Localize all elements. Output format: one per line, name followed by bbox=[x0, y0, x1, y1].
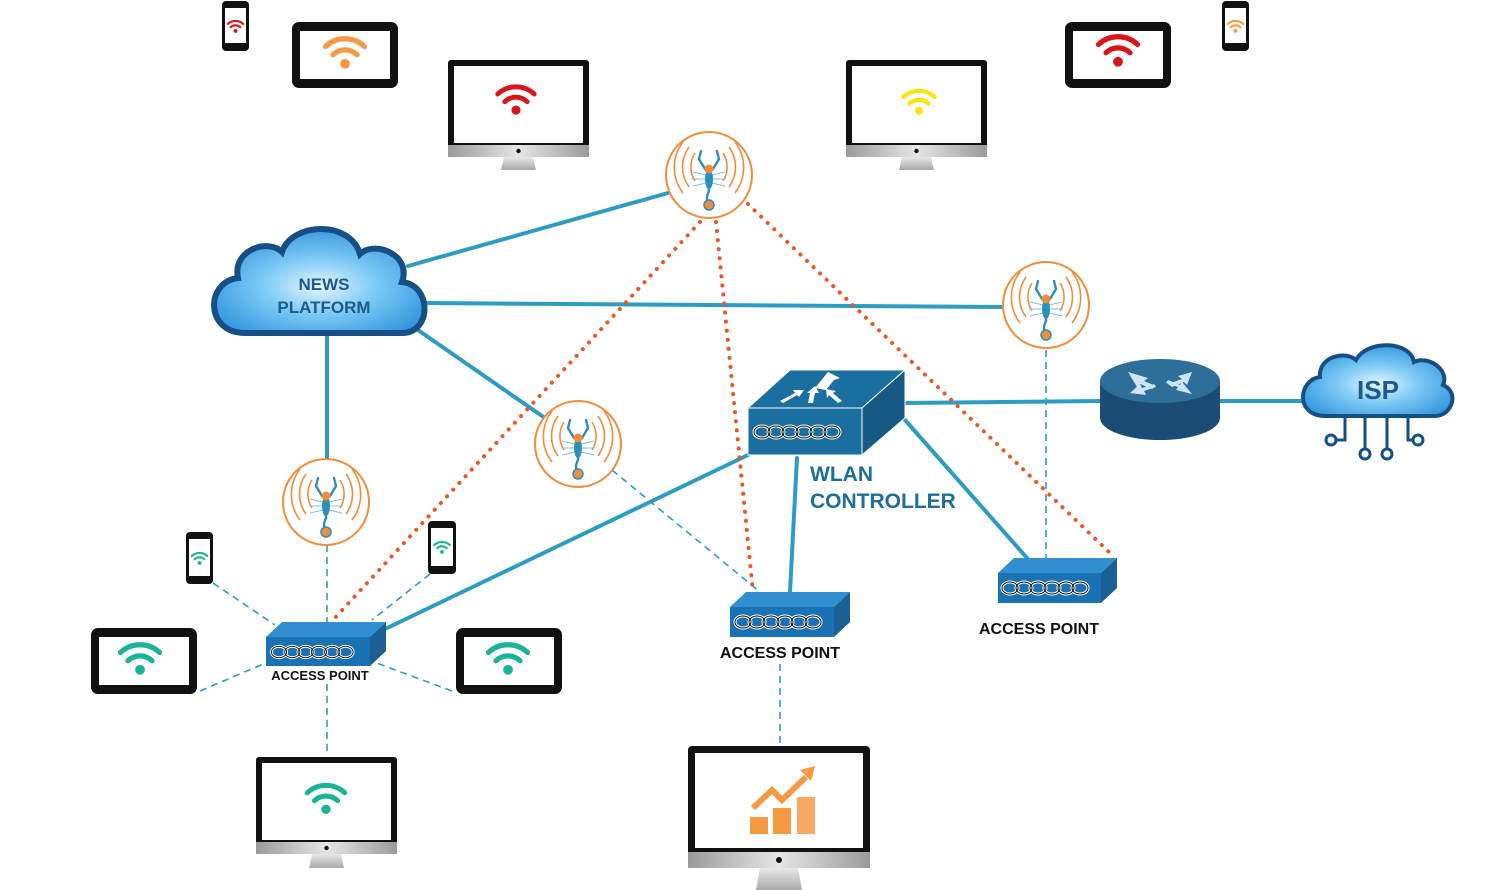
phone-device[interactable] bbox=[428, 521, 456, 574]
access-point-left[interactable]: ACCESS POINT bbox=[266, 622, 386, 683]
phone-device[interactable] bbox=[186, 532, 213, 584]
phone-device[interactable] bbox=[222, 1, 249, 51]
monitor-device[interactable] bbox=[688, 746, 870, 890]
tablet-device[interactable] bbox=[456, 628, 562, 694]
link-cloud-sensor-mid bbox=[413, 326, 547, 420]
dash-sensor-ap-mid bbox=[611, 469, 761, 593]
link-cloud-sensor-right bbox=[423, 301, 1004, 309]
dot-sensor-ap-right bbox=[746, 202, 1114, 557]
monitor-device[interactable] bbox=[256, 757, 397, 868]
link-controller-router bbox=[903, 399, 1102, 405]
news-cloud-line2: PLATFORM bbox=[277, 298, 370, 317]
scorpion-sensor-icon[interactable] bbox=[533, 399, 623, 489]
wlan-controller-line1: WLAN bbox=[810, 463, 873, 486]
dot-sensor-ap-mid bbox=[714, 220, 755, 594]
news-cloud-line1: NEWS bbox=[299, 275, 350, 294]
tablet-device[interactable] bbox=[292, 22, 398, 88]
upload-arrows-icon bbox=[780, 372, 842, 403]
ap-mid-label: ACCESS POINT bbox=[720, 645, 840, 662]
link-ap-left-controller bbox=[381, 453, 750, 632]
isp-label: ISP bbox=[1357, 375, 1399, 405]
ap-left-label: ACCESS POINT bbox=[271, 668, 369, 683]
link-cloud-sensor-top bbox=[406, 191, 670, 268]
scorpion-sensor-icon[interactable] bbox=[664, 130, 754, 220]
dash-phone2-ap-left bbox=[371, 573, 431, 621]
monitor-device[interactable] bbox=[846, 60, 987, 170]
growth-chart-icon bbox=[750, 766, 815, 834]
cloud-icon bbox=[1301, 343, 1455, 418]
ap-right-label: ACCESS POINT bbox=[979, 621, 1099, 638]
router-arrows-icon bbox=[1128, 372, 1192, 395]
phone-device[interactable] bbox=[1222, 1, 1249, 51]
dash-tablet-ap-left bbox=[199, 661, 269, 692]
monitor-device[interactable] bbox=[448, 60, 589, 170]
news-platform-cloud[interactable]: NEWS PLATFORM bbox=[211, 226, 428, 336]
circuit-icon bbox=[1324, 416, 1425, 461]
link-controller-ap-mid bbox=[788, 456, 799, 594]
dot-sensor-ap-left bbox=[331, 220, 702, 622]
wlan-controller[interactable]: WLAN CONTROLLER bbox=[746, 368, 956, 513]
dash-phone-ap-left bbox=[212, 582, 276, 626]
scorpion-sensor-icon[interactable] bbox=[1001, 260, 1091, 350]
dash-tablet2-ap-left bbox=[373, 661, 453, 692]
cloud-icon bbox=[211, 226, 428, 336]
tablet-device[interactable] bbox=[1065, 22, 1171, 88]
tablet-device[interactable] bbox=[91, 628, 197, 694]
scorpion-sensor-icon[interactable] bbox=[281, 457, 371, 547]
wlan-controller-line2: CONTROLLER bbox=[810, 490, 956, 513]
isp-cloud[interactable]: ISP bbox=[1301, 343, 1455, 461]
access-point-mid[interactable]: ACCESS POINT bbox=[720, 592, 850, 662]
link-controller-ap-right bbox=[903, 418, 1029, 560]
access-point-right[interactable]: ACCESS POINT bbox=[979, 558, 1117, 638]
router[interactable] bbox=[1100, 359, 1220, 440]
